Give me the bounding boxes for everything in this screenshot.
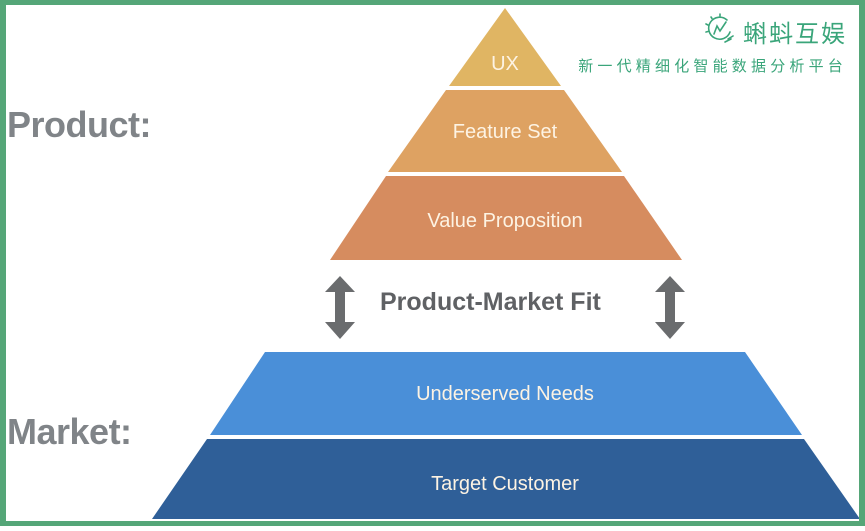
layer-ux-label: UX [491, 53, 519, 75]
layer-target-customer [152, 439, 860, 519]
market-side-label: Market: [7, 411, 132, 452]
layer-value-proposition-label: Value Proposition [427, 210, 582, 232]
brand-name: 蝌蚪互娱 [743, 20, 847, 48]
brand-sun-icon [703, 12, 737, 51]
layer-feature-set-label: Feature Set [453, 121, 558, 143]
layer-value-proposition [330, 176, 682, 260]
double-arrow-left-icon [325, 276, 355, 339]
watermark-logo: 蝌蚪互娱 新一代精细化智能数据分析平台 [578, 12, 847, 76]
product-market-fit-label: Product-Market Fit [380, 288, 601, 316]
brand-tagline: 新一代精细化智能数据分析平台 [578, 57, 847, 75]
layer-target-customer-label: Target Customer [431, 473, 579, 495]
layer-underserved-needs-label: Underserved Needs [416, 383, 594, 405]
double-arrow-right-icon [655, 276, 685, 339]
layer-feature-set [388, 90, 622, 172]
layer-ux [449, 8, 561, 86]
layer-underserved-needs [210, 352, 802, 435]
product-side-label: Product: [7, 104, 152, 145]
